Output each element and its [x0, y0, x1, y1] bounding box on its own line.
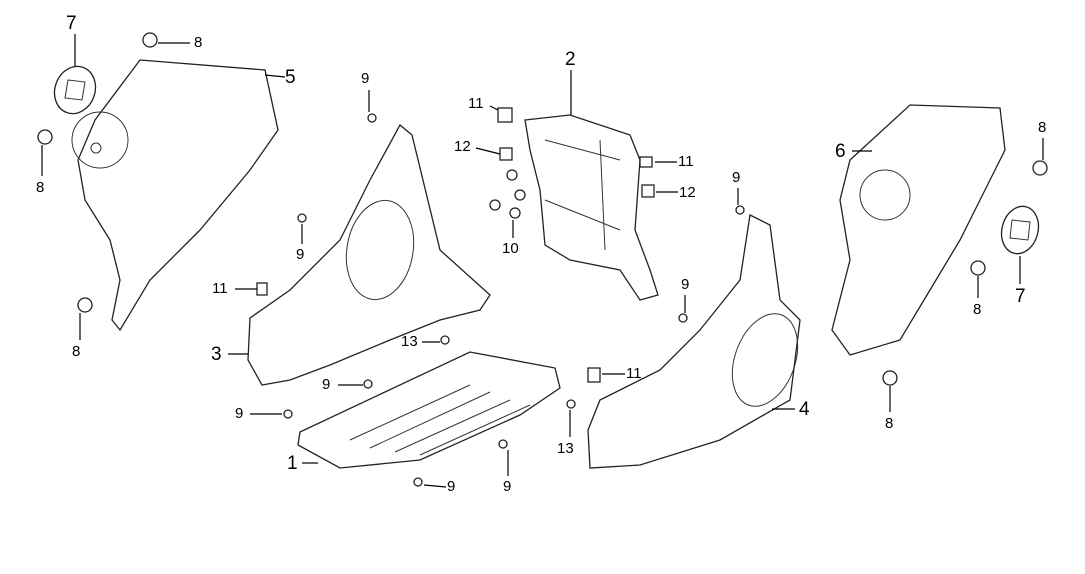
- callout-12: 12: [679, 184, 696, 201]
- emblem-disc-right: [1000, 205, 1040, 255]
- callout-13: 13: [557, 440, 574, 457]
- right-cover-hole: [859, 169, 911, 221]
- right-side-cover: [831, 104, 1006, 356]
- screw-icons: [283, 113, 745, 487]
- under-cover-ribs: [349, 384, 531, 456]
- callout-4: 4: [799, 399, 810, 420]
- callout-11: 11: [212, 280, 228, 297]
- callout-8: 8: [1038, 119, 1047, 136]
- callout-10: 10: [502, 240, 519, 257]
- callout-1: 1: [287, 453, 298, 474]
- center-bracket: [524, 114, 659, 301]
- callout-9: 9: [681, 276, 690, 293]
- callout-12: 12: [454, 138, 471, 155]
- callout-9: 9: [296, 246, 305, 263]
- cover-boss: [90, 142, 102, 154]
- leader-lines: [41, 34, 1044, 488]
- callout-9: 9: [361, 70, 370, 87]
- callout-8: 8: [973, 301, 982, 318]
- under-cover: [297, 351, 561, 469]
- callout-8: 8: [36, 179, 45, 196]
- cover-hole: [71, 111, 129, 169]
- left-floor-panel: [247, 123, 491, 386]
- callout-6: 6: [835, 141, 846, 162]
- clip-icons: [256, 107, 655, 383]
- emblem-logo-right: [1009, 219, 1031, 241]
- bracket-detail: [544, 139, 621, 251]
- callout-9: 9: [503, 478, 512, 495]
- left-side-cover: [77, 59, 279, 332]
- callout-11: 11: [626, 365, 642, 382]
- right-panel-opening: [731, 313, 799, 407]
- bolt-icons: [37, 32, 1048, 386]
- callout-9: 9: [235, 405, 244, 422]
- emblem-logo-left: [64, 79, 86, 101]
- emblem-disc-left: [53, 65, 97, 115]
- callout-8: 8: [194, 34, 203, 51]
- callout-11: 11: [468, 95, 484, 112]
- callout-9: 9: [447, 478, 456, 495]
- callout-9: 9: [732, 169, 741, 186]
- callout-13: 13: [401, 333, 418, 350]
- callout-8: 8: [72, 343, 81, 360]
- callout-5: 5: [285, 67, 296, 88]
- callout-3: 3: [211, 344, 222, 365]
- callout-11: 11: [678, 153, 694, 170]
- left-panel-opening: [345, 199, 415, 301]
- callout-9: 9: [322, 376, 331, 393]
- callout-8: 8: [885, 415, 894, 432]
- callout-7-right: 7: [1015, 286, 1026, 307]
- callout-2: 2: [565, 49, 576, 70]
- callout-7-left: 7: [66, 13, 77, 34]
